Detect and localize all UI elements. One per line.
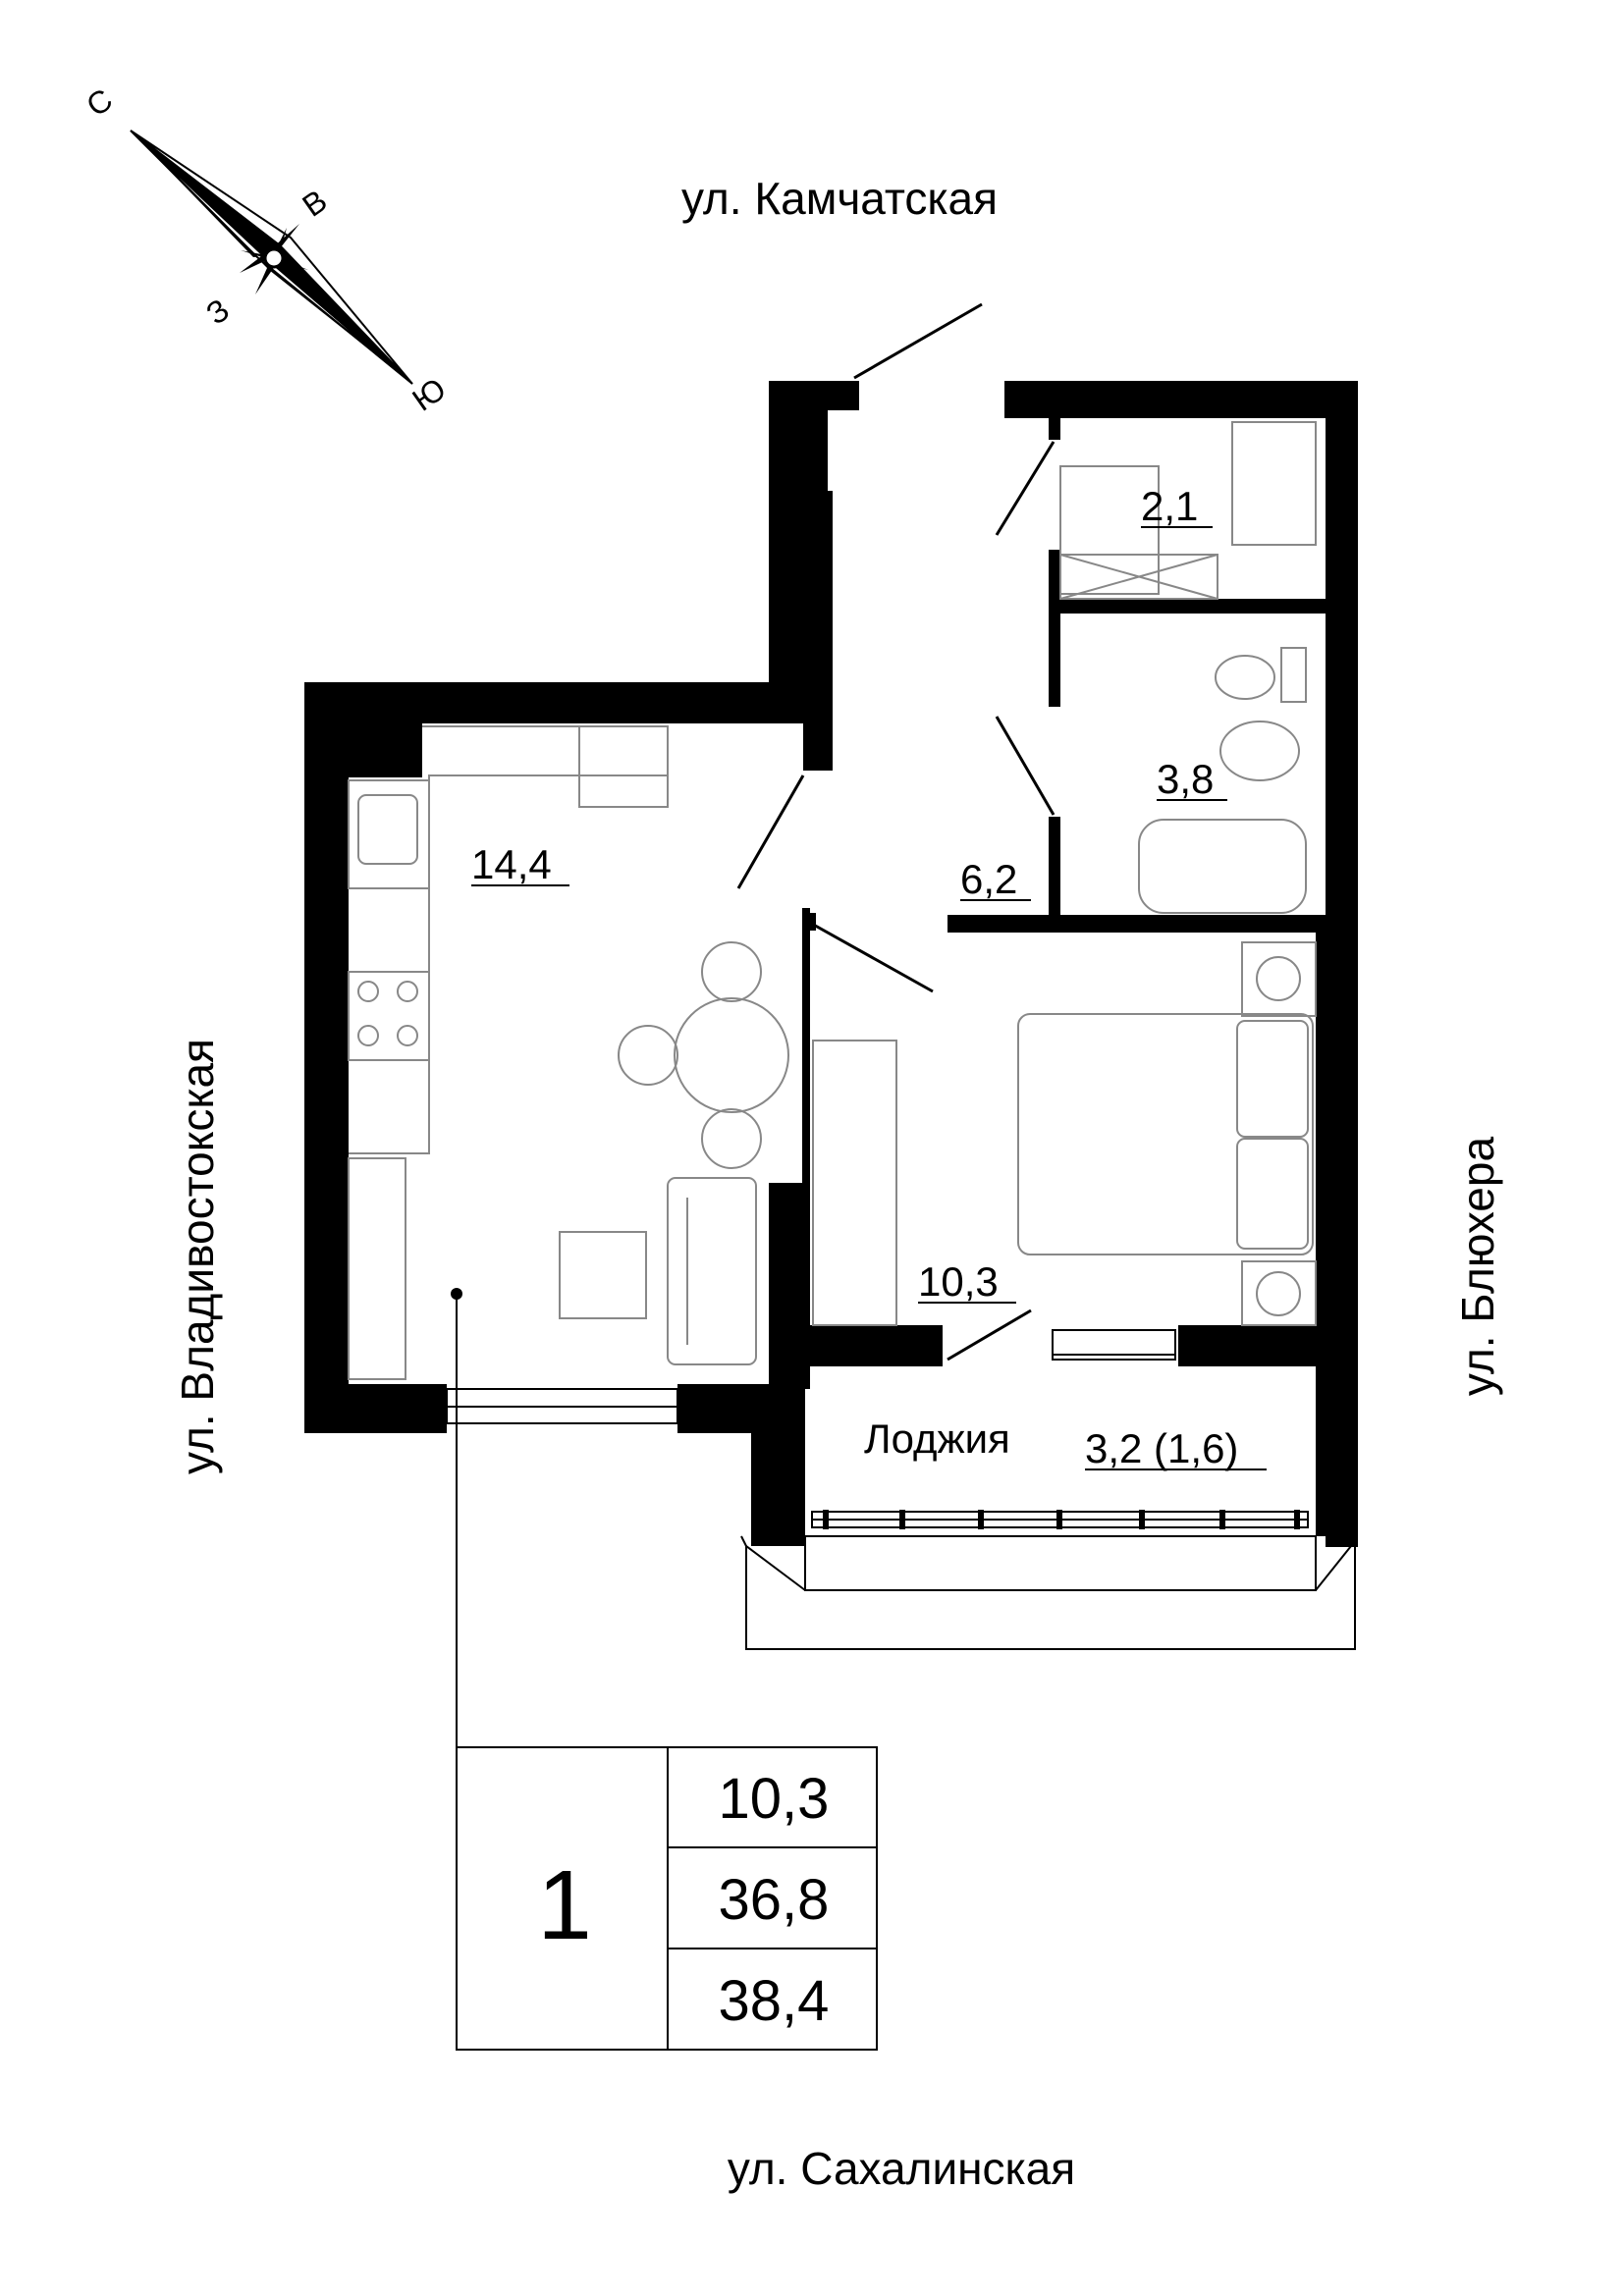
- street-east-label: ул. Блюхера: [1452, 1137, 1503, 1397]
- compass-west-label: З: [199, 292, 235, 332]
- leader-line: [451, 1288, 462, 1747]
- hall-area-label: 6,2: [960, 856, 1017, 902]
- fridge: [348, 1157, 406, 1380]
- street-south-label: ул. Сахалинская: [728, 2143, 1075, 2194]
- summary-table: [456, 1746, 878, 2051]
- door-swings: [736, 302, 1056, 1362]
- living-area-value: 10,3: [719, 1767, 830, 1831]
- extractor-box: [578, 725, 669, 808]
- walls: [304, 381, 1358, 1547]
- compass-north-label: С: [80, 81, 119, 124]
- washbasin: [1219, 721, 1300, 781]
- wardrobe-area-label: 2,1: [1141, 483, 1198, 529]
- furniture: [348, 421, 1317, 1380]
- hob: [348, 971, 430, 1061]
- loggia-rail-posts: [823, 1510, 1300, 1529]
- loggia-outline: [740, 1511, 1356, 1650]
- kitchen-window: [446, 1388, 678, 1424]
- rooms-count: 1: [537, 1850, 592, 1960]
- kitchen-area-label: 14,4: [471, 841, 552, 887]
- sink: [348, 779, 430, 889]
- bedroom-window: [1052, 1329, 1176, 1361]
- bathroom-area-label: 3,8: [1157, 756, 1214, 802]
- loggia-label: Лоджия: [864, 1415, 1010, 1462]
- street-west-label: ул. Владивостокская: [172, 1039, 223, 1474]
- compass-south-label: Ю: [406, 371, 452, 418]
- compass-east-label: В: [296, 183, 333, 224]
- total-area-value: 36,8: [719, 1868, 830, 1932]
- bedroom-area-label: 10,3: [918, 1258, 999, 1305]
- toilet: [1215, 655, 1275, 700]
- coffee-table: [559, 1231, 647, 1319]
- bed: [1017, 1013, 1314, 1255]
- loggia-area-label: 3,2 (1,6): [1085, 1425, 1238, 1471]
- street-north-label: ул. Камчатская: [681, 173, 998, 224]
- total-with-loggia-value: 38,4: [719, 1969, 830, 2033]
- bathtub: [1138, 819, 1307, 914]
- wall-openings: [349, 723, 769, 1384]
- sofa: [667, 1177, 757, 1365]
- dining-table: [674, 997, 789, 1113]
- bedroom-wardrobe: [812, 1040, 897, 1326]
- compass-rose: С В З Ю: [80, 81, 452, 418]
- loggia-walls: [751, 1364, 1358, 1536]
